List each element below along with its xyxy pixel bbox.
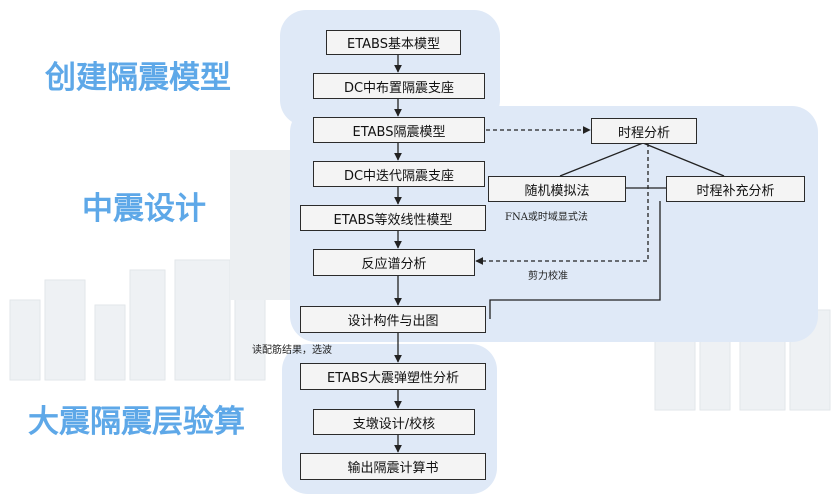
box-etabs-equivalent-linear: ETABS等效线性模型 [300, 205, 486, 231]
line-timehistory-to-supplement [642, 142, 725, 177]
line-supplement-to-design [489, 201, 661, 319]
box-random-simulation: 随机模拟法 [488, 176, 626, 202]
stage-label-large: 大震隔震层验算 [28, 404, 245, 440]
line-timehistory-to-spectrum [475, 143, 649, 265]
box-output-calc-book: 输出隔震计算书 [300, 453, 486, 480]
box-dc-iterate-bearings: DC中迭代隔震支座 [313, 161, 485, 187]
box-time-history-supplement: 时程补充分析 [666, 176, 805, 202]
box-response-spectrum: 反应谱分析 [313, 249, 475, 276]
box-dc-place-bearings: DC中布置隔震支座 [313, 73, 485, 99]
note-shear-calibration: 剪力校准 [528, 271, 568, 282]
box-etabs-isolation-model: ETABS隔震模型 [313, 117, 485, 143]
note-fna-method: FNA或时域显式法 [505, 212, 588, 223]
box-design-members: 设计构件与出图 [300, 306, 486, 333]
stage-label-medium: 中震设计 [82, 191, 206, 227]
box-etabs-base-model: ETABS基本模型 [326, 30, 461, 55]
stage-label-create: 创建隔震模型 [45, 60, 231, 96]
box-time-history: 时程分析 [591, 118, 697, 144]
box-etabs-large-nonlinear: ETABS大震弹塑性分析 [300, 363, 486, 390]
box-pier-design: 支墩设计/校核 [313, 409, 475, 435]
note-read-rebar: 读配筋结果，选波 [252, 345, 332, 356]
line-timehistory-to-random [559, 142, 644, 177]
